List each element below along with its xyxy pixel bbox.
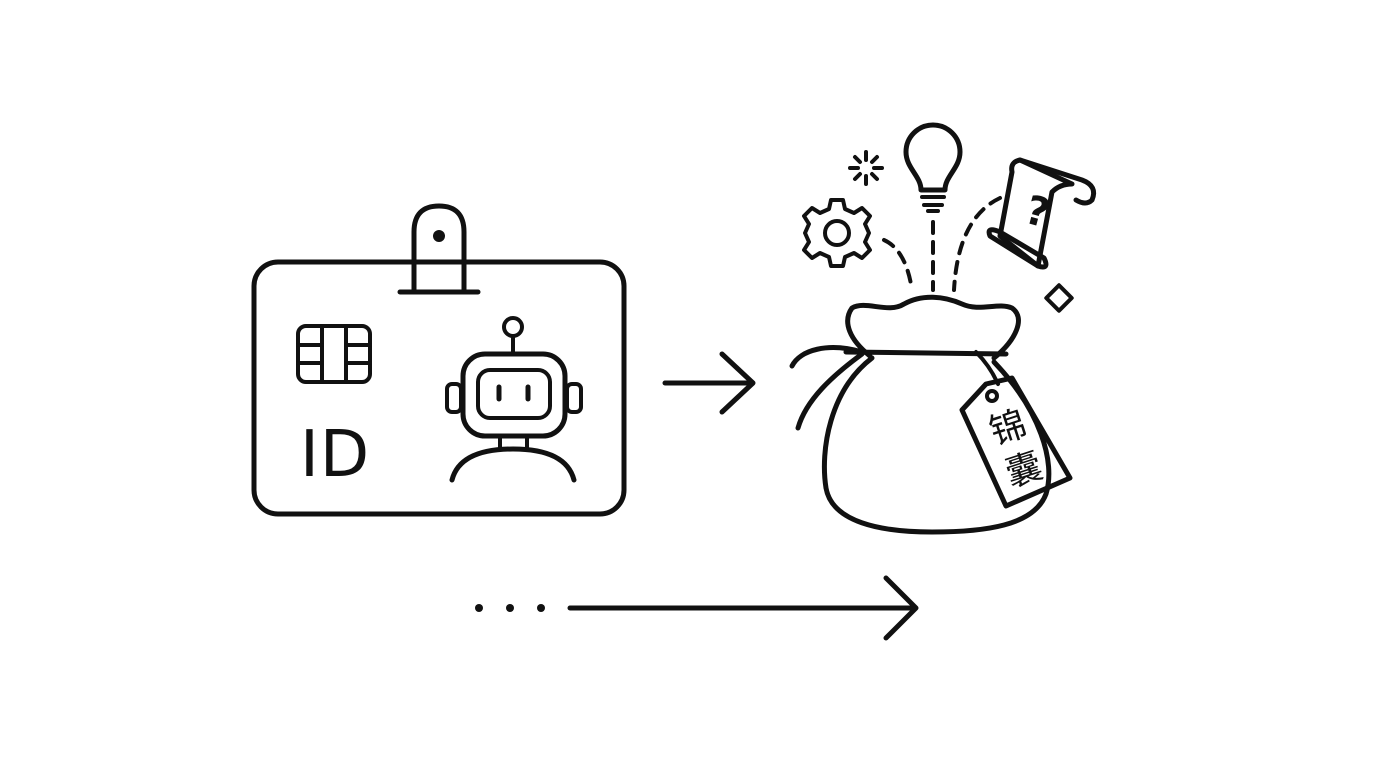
badge-id-label: ID [300,418,370,492]
pouch-tag [959,375,1073,509]
badge-card-body [251,259,627,517]
chip-icon [296,324,372,384]
robot-icon [445,316,583,483]
tag-char-1: 锦 [985,403,1032,453]
arrow-right-icon [662,351,756,415]
dot-3 [537,604,545,612]
sparkle-icon [848,150,884,186]
lightbulb-icon [903,122,963,213]
dot-2 [506,604,514,612]
scroll-icon: ? [986,157,1097,270]
gear-icon [802,198,872,268]
tag-char-2: 囊 [1001,445,1048,495]
dash-gear-to-pouch [882,238,914,292]
dot-1 [475,604,483,612]
badge-clip-hole [433,230,445,242]
id-badge: ID [251,203,627,517]
pouch-icon: 锦 囊 [789,294,1073,535]
continuation-arrow-icon [475,575,919,641]
diamond-icon [1044,283,1074,313]
badge-clip [411,203,467,293]
dash-scroll-to-pouch [952,196,1002,292]
